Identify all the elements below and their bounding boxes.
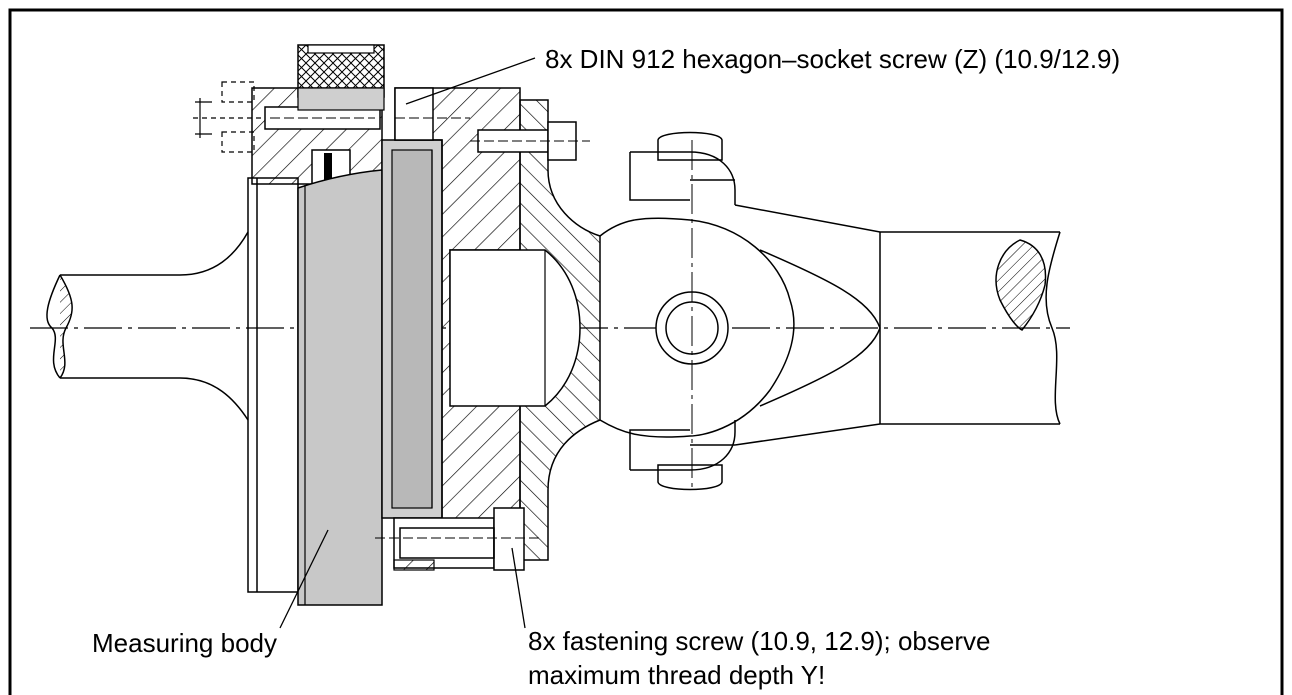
- callout-measuring-body: Measuring body: [92, 628, 277, 658]
- callout-fastening-screw-line2: maximum thread depth Y!: [528, 660, 826, 690]
- fork-tube: [734, 204, 1061, 446]
- callout-hex-socket-screw: 8x DIN 912 hexagon–socket screw (Z) (10.…: [545, 44, 1121, 74]
- frame-border: [8, 8, 1284, 695]
- leader-lines: [279, 57, 536, 629]
- tube-section: [995, 239, 1047, 331]
- phantom-outline: [193, 81, 262, 153]
- measuring-body: [297, 169, 383, 606]
- small-socket-screw: [470, 121, 590, 161]
- dimension-marks: [195, 98, 212, 138]
- callout-fastening-screw-line1: 8x fastening screw (10.9, 12.9); observe: [528, 626, 991, 656]
- left-shaft: [46, 231, 249, 421]
- hub-boss: [449, 249, 581, 407]
- left-flange: [247, 177, 299, 593]
- intermediate-ring: [381, 139, 443, 519]
